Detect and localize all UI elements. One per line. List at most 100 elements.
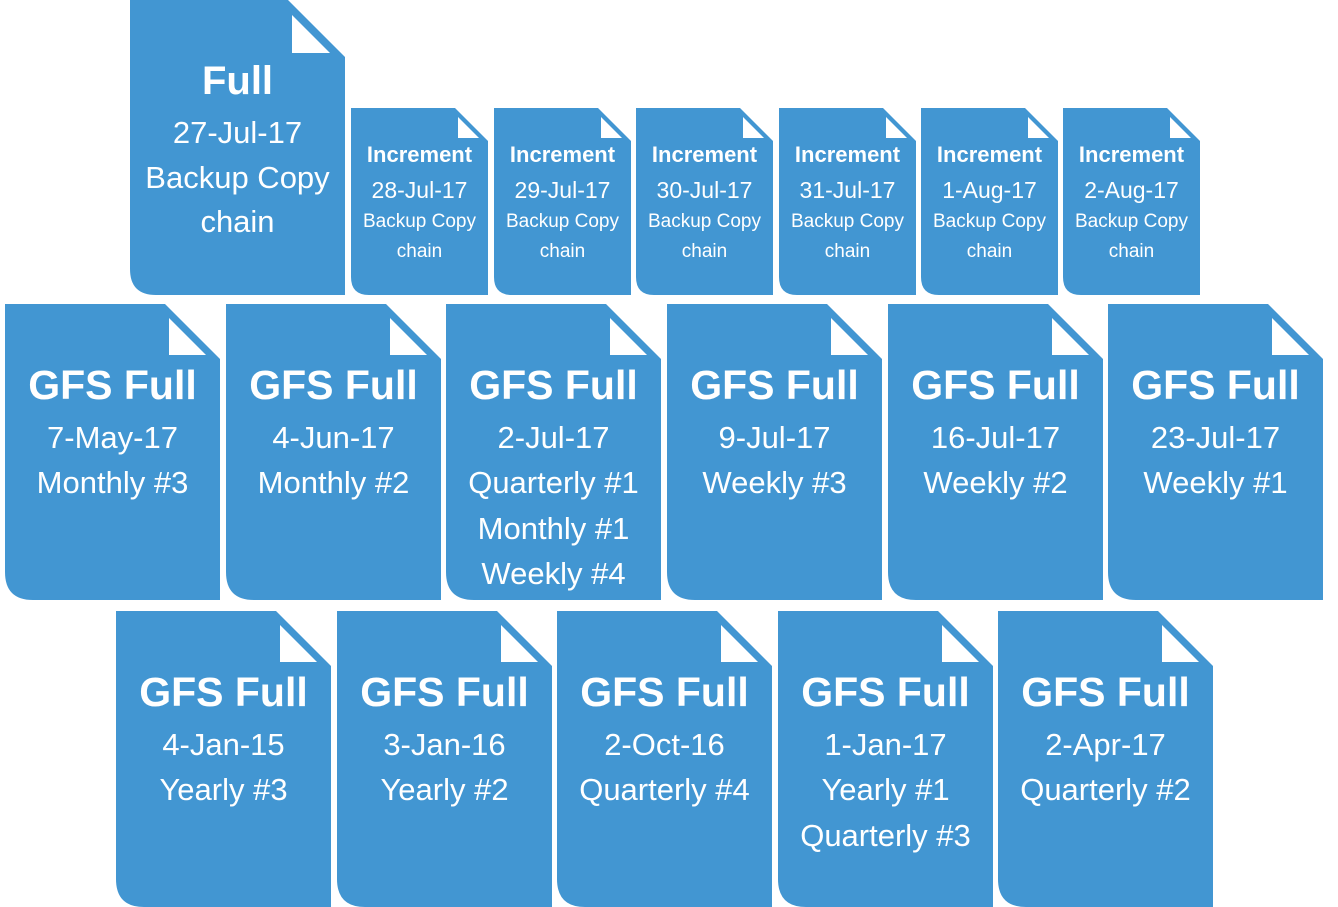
card-chain-label: Backup Copy	[790, 211, 904, 232]
retention-tag: Yearly #1	[821, 772, 950, 807]
card-date: 2-Oct-16	[604, 727, 725, 762]
card-title: GFS Full	[139, 669, 308, 715]
folded-corner-icon	[886, 117, 907, 138]
retention-tag: Quarterly #2	[1020, 772, 1191, 807]
card-title: GFS Full	[580, 669, 749, 715]
card-chain-label: Backup Copy	[932, 211, 1046, 232]
retention-tag: Yearly #3	[159, 772, 288, 807]
card-title: GFS Full	[360, 669, 529, 715]
folded-corner-icon	[501, 625, 538, 662]
card-chain-label: Backup Copy	[505, 211, 619, 232]
card-chain-label: chain	[1108, 241, 1155, 262]
card-title: GFS Full	[249, 362, 418, 408]
document-icon	[557, 611, 772, 907]
card-title: Increment	[1078, 142, 1185, 167]
folded-corner-icon	[721, 625, 758, 662]
retention-tag: Weekly #1	[1143, 465, 1288, 500]
retention-tag: Weekly #3	[702, 465, 847, 500]
card-title: GFS Full	[801, 669, 970, 715]
document-icon	[446, 304, 661, 600]
card-chain-label: chain	[681, 241, 728, 262]
folded-corner-icon	[601, 117, 622, 138]
card-date: 9-Jul-17	[718, 420, 831, 455]
card-date: 16-Jul-17	[930, 420, 1061, 455]
card-date: 7-May-17	[47, 420, 178, 455]
folded-corner-icon	[831, 318, 868, 355]
card-title: Increment	[936, 142, 1043, 167]
folded-corner-icon	[458, 117, 479, 138]
retention-tag: Quarterly #1	[468, 465, 639, 500]
card-date: 28-Jul-17	[371, 177, 468, 203]
document-icon	[1108, 304, 1323, 600]
folded-corner-icon	[1162, 625, 1199, 662]
card-title: GFS Full	[28, 362, 197, 408]
folded-corner-icon	[1272, 318, 1309, 355]
card-date: 1-Jan-17	[824, 727, 947, 762]
document-icon	[5, 304, 220, 600]
retention-tag: Quarterly #3	[800, 817, 971, 853]
document-icon	[998, 611, 1213, 907]
retention-tag: Weekly #2	[923, 465, 1068, 500]
retention-tag: Monthly #2	[257, 465, 410, 500]
card-chain-label: chain	[396, 241, 443, 262]
card-chain-label: Backup Copy	[1074, 211, 1188, 232]
card-date: 29-Jul-17	[514, 177, 611, 203]
card-date: 31-Jul-17	[799, 177, 896, 203]
card-title: GFS Full	[911, 362, 1080, 408]
document-icon	[778, 611, 993, 907]
retention-tag: Yearly #2	[380, 772, 509, 807]
card-date: 2-Aug-17	[1084, 177, 1179, 203]
card-title: Full	[201, 59, 274, 103]
card-date: 30-Jul-17	[656, 177, 753, 203]
card-title: Increment	[651, 142, 758, 167]
document-icon	[351, 108, 488, 295]
folded-corner-icon	[942, 625, 979, 662]
folded-corner-icon	[169, 318, 206, 355]
card-date: 2-Jul-17	[497, 420, 610, 455]
document-icon	[888, 304, 1103, 600]
document-icon	[130, 0, 345, 295]
folded-corner-icon	[390, 318, 427, 355]
card-title: GFS Full	[690, 362, 859, 408]
card-chain-label: Backup Copy	[362, 211, 476, 232]
document-icon	[337, 611, 552, 907]
document-icon	[779, 108, 916, 295]
card-chain-label: chain	[824, 241, 871, 262]
card-title: Increment	[794, 142, 901, 167]
card-title: GFS Full	[469, 362, 638, 408]
card-title: Increment	[509, 142, 616, 167]
card-chain-label: Backup Copy	[145, 160, 330, 195]
document-icon	[636, 108, 773, 295]
card-title: GFS Full	[1131, 362, 1300, 408]
document-icon	[667, 304, 882, 600]
retention-tag: Quarterly #4	[579, 772, 750, 807]
retention-tag: Monthly #3	[36, 465, 189, 500]
card-date: 2-Apr-17	[1045, 727, 1166, 762]
folded-corner-icon	[743, 117, 764, 138]
document-icon	[226, 304, 441, 600]
card-date: 4-Jan-15	[162, 727, 285, 762]
card-date: 1-Aug-17	[942, 177, 1037, 203]
folded-corner-icon	[610, 318, 647, 355]
folded-corner-icon	[1170, 117, 1191, 138]
document-icon	[116, 611, 331, 907]
card-title: GFS Full	[1021, 669, 1190, 715]
card-chain-label: Backup Copy	[647, 211, 761, 232]
